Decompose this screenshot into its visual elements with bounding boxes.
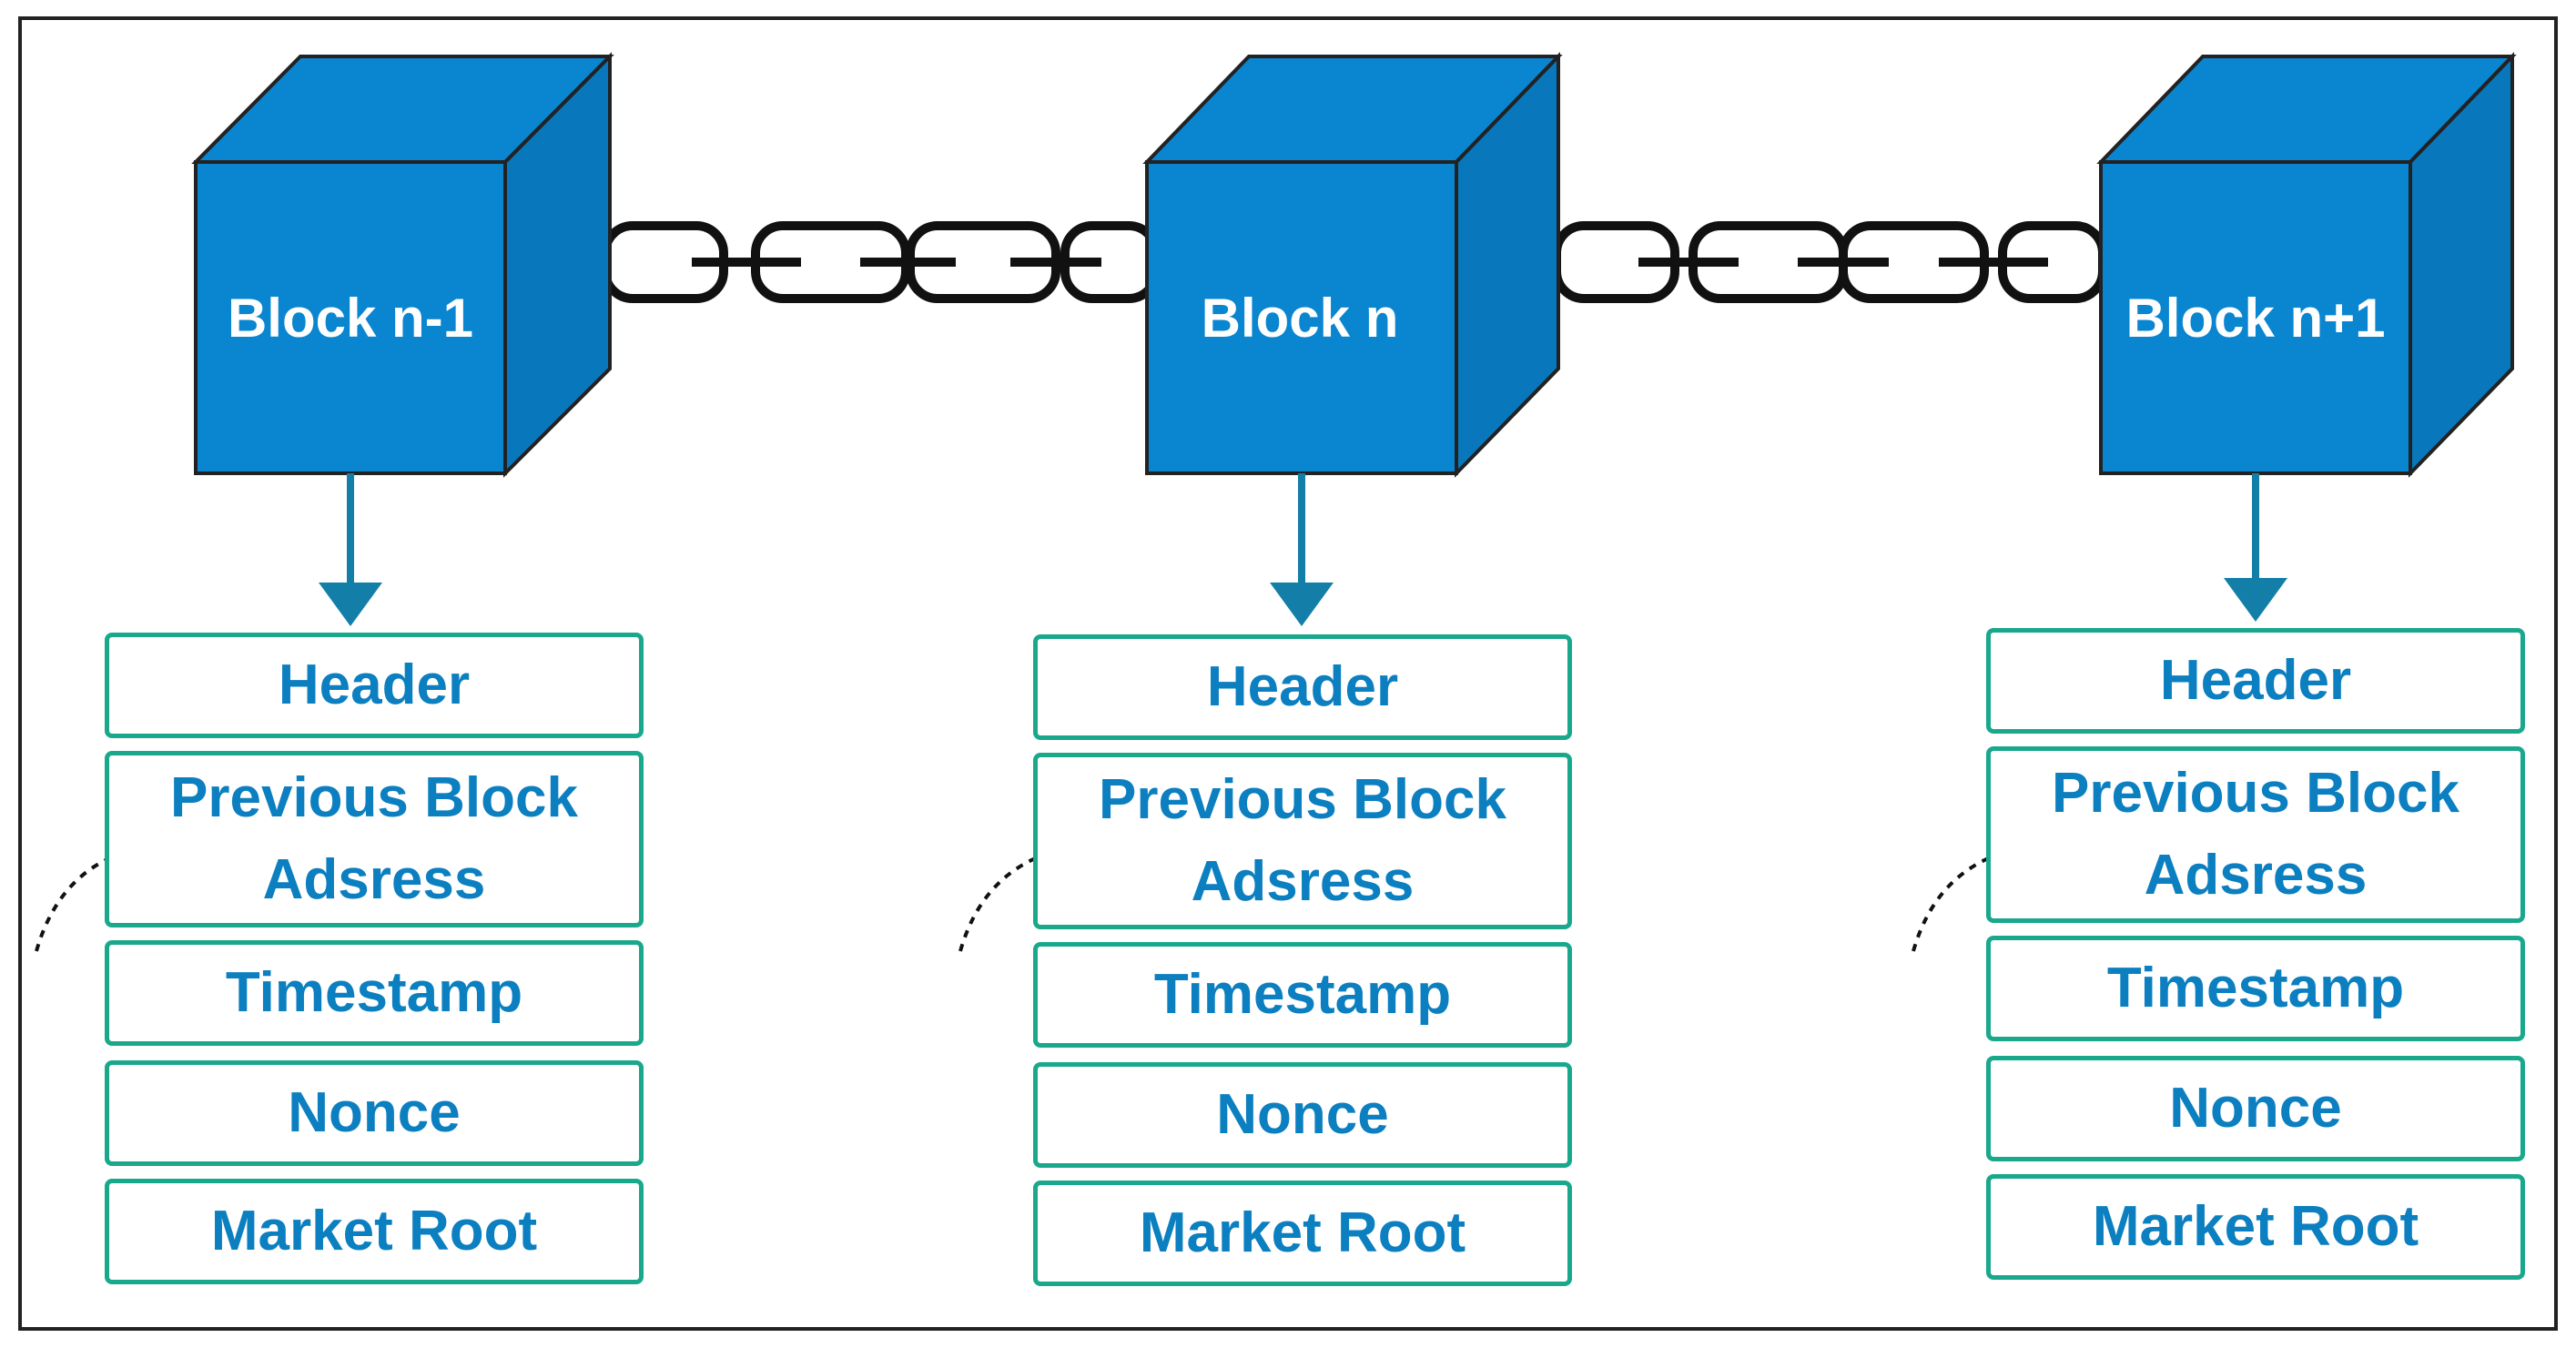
header-label: Header <box>1206 655 1399 719</box>
previous-block-label-line1: Previous Block <box>1099 768 1506 832</box>
market-root-label: Market Root <box>1139 1201 1466 1265</box>
header-field: Header <box>105 633 644 738</box>
previous-block-label-line2: Adsress <box>262 848 486 911</box>
previous-block-address-field: Previous Block Adsress <box>1033 753 1572 929</box>
chain-links-left <box>601 221 1161 303</box>
header-field: Header <box>1033 634 1572 740</box>
cube-label: Block n <box>1202 288 1399 349</box>
nonce-label: Nonce <box>288 1081 461 1145</box>
market-root-field: Market Root <box>1033 1181 1572 1286</box>
previous-block-label-line2: Adsress <box>2144 844 2368 907</box>
cube-block-n-plus-1: Block n+1 <box>2096 52 2517 478</box>
header-label: Header <box>278 654 471 717</box>
chain-links-right <box>1552 221 2107 303</box>
cube-label: Block n-1 <box>228 288 473 349</box>
market-root-field: Market Root <box>1986 1174 2525 1280</box>
cube-label: Block n+1 <box>2125 288 2385 349</box>
timestamp-label: Timestamp <box>2106 957 2405 1020</box>
timestamp-field: Timestamp <box>1033 942 1572 1048</box>
dotted-arrow-3 <box>1912 843 2042 952</box>
header-label: Header <box>2159 649 2352 713</box>
cube-block-n-minus-1: Block n-1 <box>191 52 614 478</box>
previous-block-address-field: Previous Block Adsress <box>1986 746 2525 923</box>
timestamp-label: Timestamp <box>225 961 523 1025</box>
previous-block-address-field: Previous Block Adsress <box>105 751 644 927</box>
nonce-label: Nonce <box>2169 1077 2342 1140</box>
timestamp-field: Timestamp <box>105 940 644 1046</box>
dotted-arrow-2 <box>958 843 1089 952</box>
market-root-field: Market Root <box>105 1179 644 1284</box>
diagram-frame <box>18 16 2558 1331</box>
cube-block-n: Block n <box>1142 52 1563 478</box>
down-arrow-1 <box>319 473 382 626</box>
nonce-field: Nonce <box>1986 1056 2525 1161</box>
previous-block-label-line1: Previous Block <box>170 766 578 830</box>
market-root-label: Market Root <box>210 1200 538 1263</box>
nonce-field: Nonce <box>1033 1062 1572 1168</box>
down-arrow-2 <box>1270 473 1334 626</box>
timestamp-field: Timestamp <box>1986 936 2525 1041</box>
nonce-label: Nonce <box>1216 1083 1389 1147</box>
previous-block-label-line2: Adsress <box>1191 850 1415 913</box>
previous-block-label-line1: Previous Block <box>2052 762 2459 826</box>
market-root-label: Market Root <box>2092 1195 2419 1259</box>
nonce-field: Nonce <box>105 1060 644 1166</box>
header-field: Header <box>1986 628 2525 734</box>
timestamp-label: Timestamp <box>1153 963 1452 1027</box>
down-arrow-3 <box>2224 473 2287 622</box>
